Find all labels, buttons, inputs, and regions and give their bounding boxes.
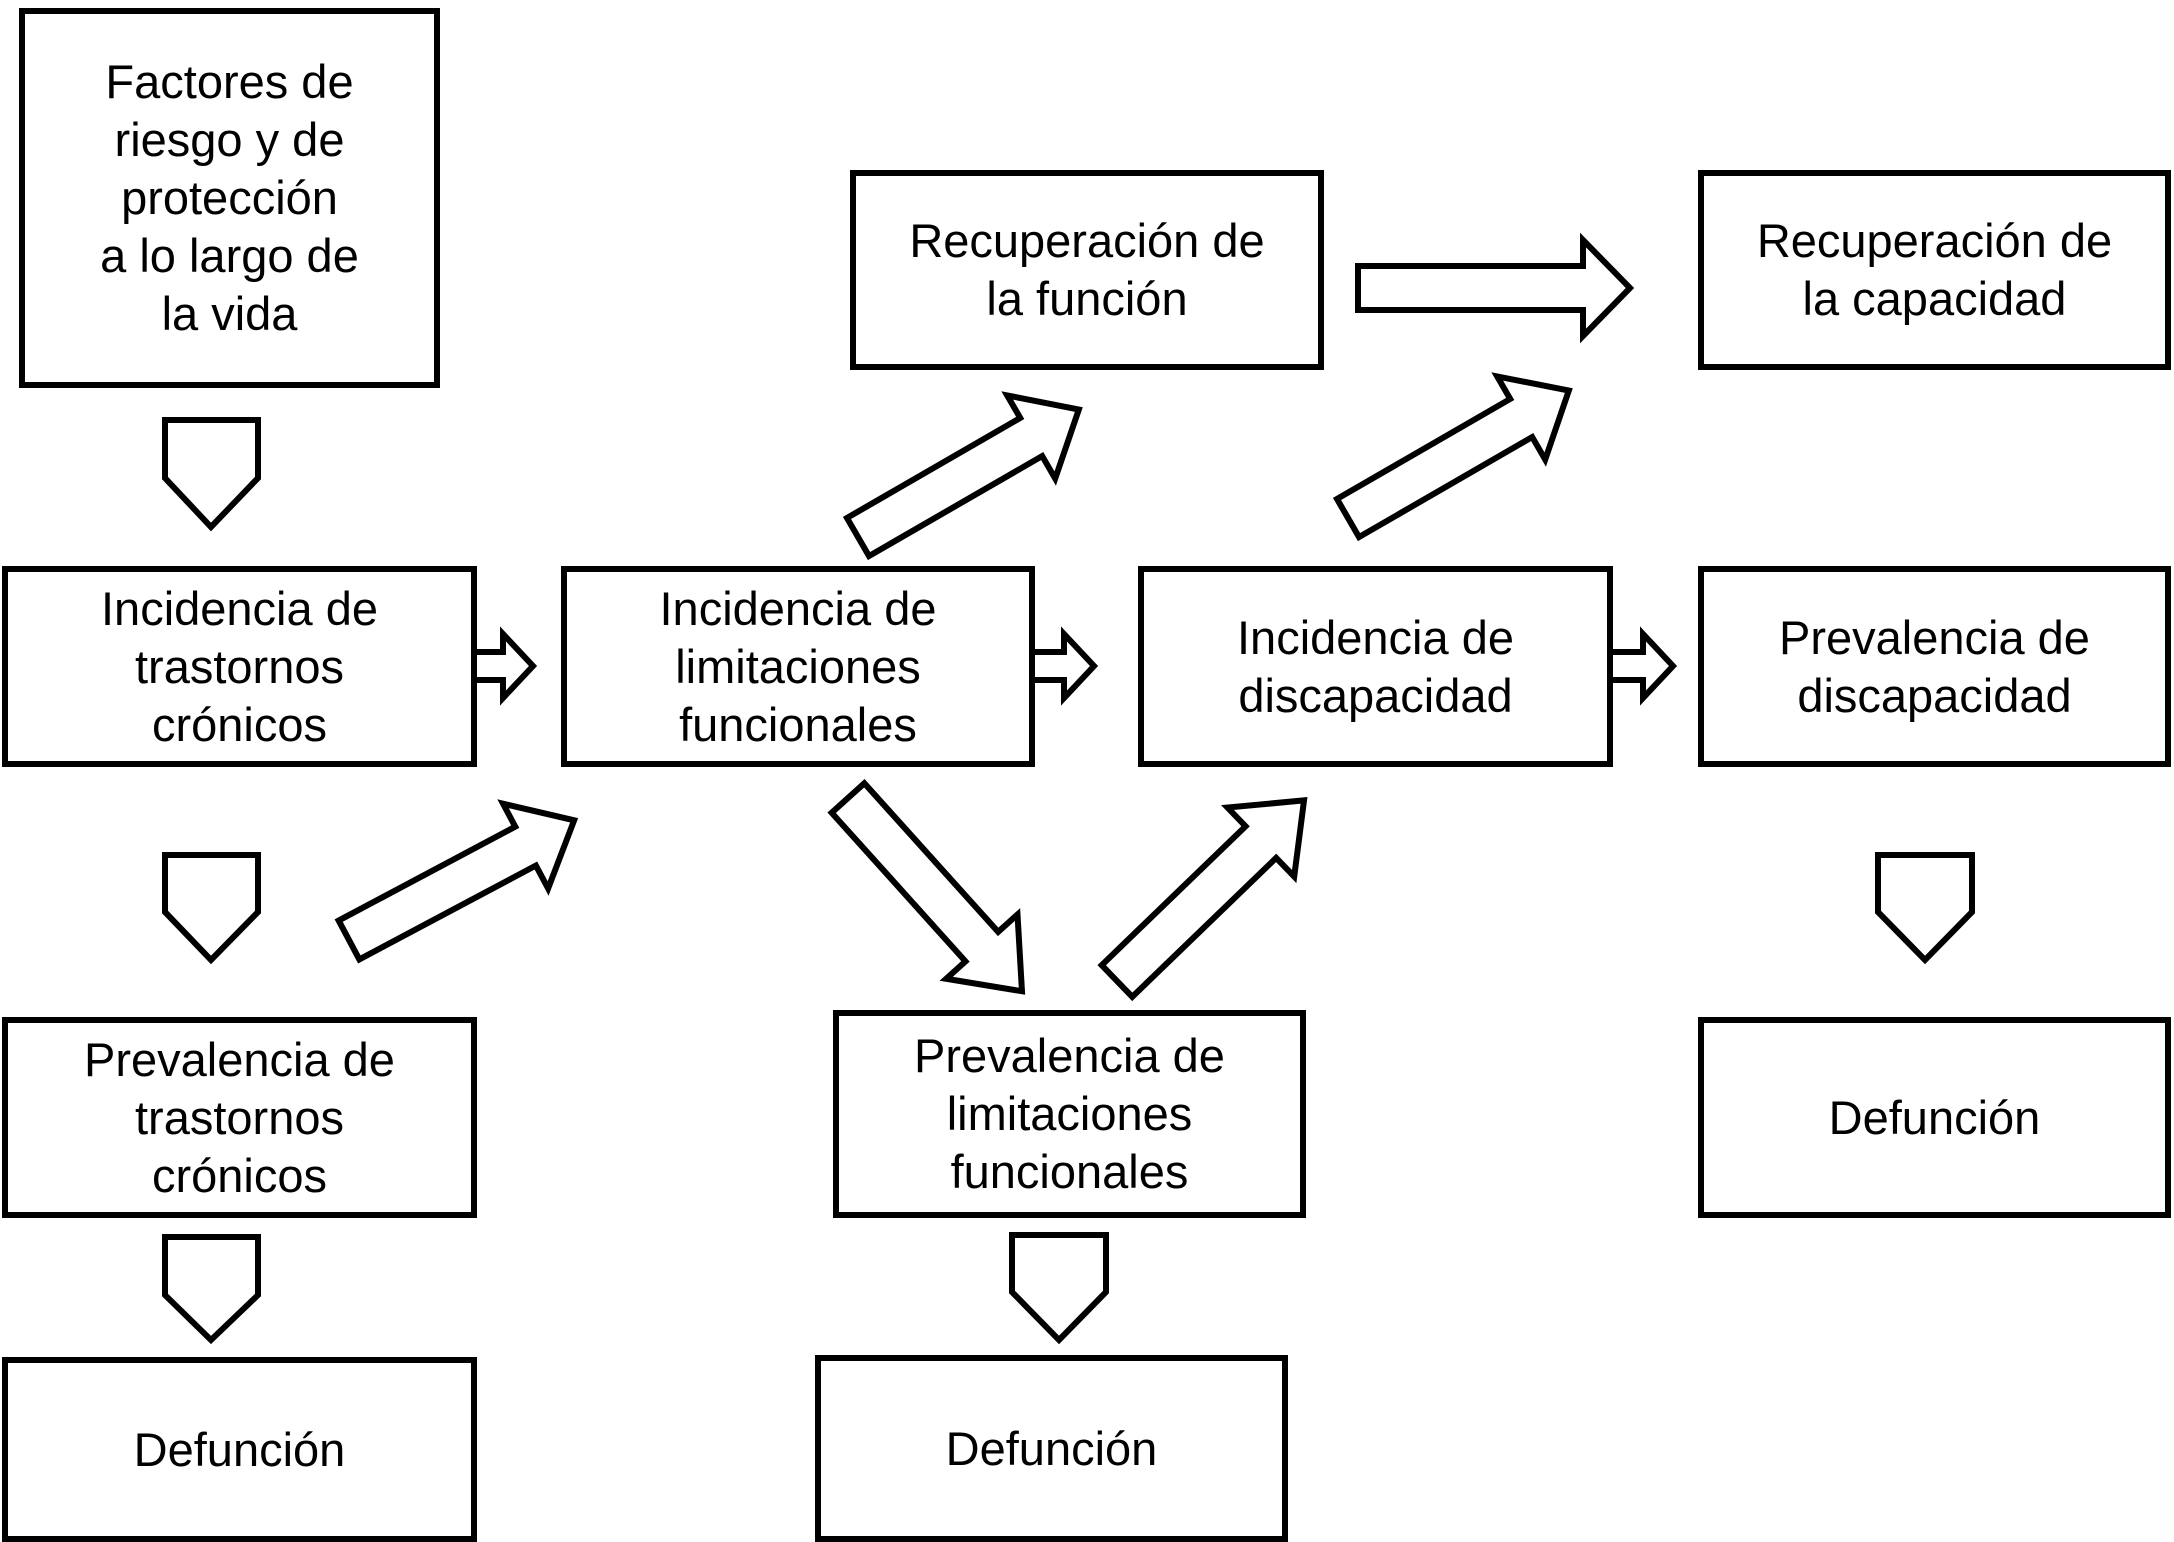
box-defuncion-2: Defunción bbox=[815, 1355, 1288, 1542]
box-prevalencia-trastornos: Prevalencia de trastornos crónicos bbox=[2, 1017, 477, 1218]
label-prevalencia-limitaciones: Prevalencia de limitaciones funcionales bbox=[914, 1029, 1225, 1198]
block-arrow-icon-limitaciones-prev-limitaciones bbox=[827, 779, 1026, 995]
label-defuncion-2: Defunción bbox=[945, 1421, 1158, 1475]
box-recuperacion-capacidad: Recuperación de la capacidad bbox=[1698, 170, 2171, 370]
block-arrow-icon-trastornos-limitaciones-diag bbox=[334, 799, 579, 964]
label-prevalencia-trastornos: Prevalencia de trastornos crónicos bbox=[84, 1032, 395, 1202]
box-defuncion-1: Defunción bbox=[2, 1357, 477, 1542]
label-incidencia-limitaciones: Incidencia de limitaciones funcionales bbox=[659, 581, 937, 751]
label-prevalencia-discapacidad: Prevalencia de discapacidad bbox=[1779, 610, 2090, 722]
label-incidencia-trastornos: Incidencia de trastornos crónicos bbox=[101, 581, 378, 751]
label-incidencia-discapacidad: Incidencia de discapacidad bbox=[1237, 610, 1514, 722]
box-recuperacion-funcion: Recuperación de la función bbox=[850, 170, 1324, 370]
block-arrow-icon-discapacidad-rec-capacidad bbox=[1332, 372, 1573, 542]
box-factores-riesgo: Factores de riesgo y de protección a lo … bbox=[19, 8, 440, 388]
down-arrow-icon-trastornos bbox=[162, 852, 261, 965]
down-arrow-icon-prev-trastornos bbox=[162, 1234, 261, 1345]
block-arrow-icon-rec-funcion-capacidad bbox=[1355, 232, 1635, 344]
label-defuncion-1: Defunción bbox=[133, 1422, 346, 1476]
block-arrow-icon-prev-limitaciones-discapacidad bbox=[1097, 797, 1308, 1002]
down-arrow-icon-factores bbox=[162, 417, 261, 532]
box-prevalencia-discapacidad: Prevalencia de discapacidad bbox=[1698, 566, 2171, 767]
box-prevalencia-limitaciones: Prevalencia de limitaciones funcionales bbox=[833, 1010, 1306, 1218]
block-arrow-icon-limitaciones-rec-funcion bbox=[842, 391, 1083, 561]
box-incidencia-trastornos: Incidencia de trastornos crónicos bbox=[2, 566, 477, 767]
label-recuperacion-funcion: Recuperación de la función bbox=[909, 214, 1265, 325]
box-incidencia-discapacidad: Incidencia de discapacidad bbox=[1138, 566, 1613, 767]
label-recuperacion-capacidad: Recuperación de la capacidad bbox=[1756, 214, 2113, 325]
label-defuncion-3: Defunción bbox=[1828, 1090, 2041, 1144]
box-incidencia-limitaciones: Incidencia de limitaciones funcionales bbox=[561, 566, 1035, 767]
label-factores-riesgo: Factores de riesgo y de protección a lo … bbox=[100, 55, 359, 340]
down-arrow-icon-prev-discapacidad bbox=[1875, 852, 1975, 965]
down-arrow-icon-prev-limitaciones bbox=[1009, 1232, 1109, 1345]
box-defuncion-3: Defunción bbox=[1698, 1017, 2171, 1218]
